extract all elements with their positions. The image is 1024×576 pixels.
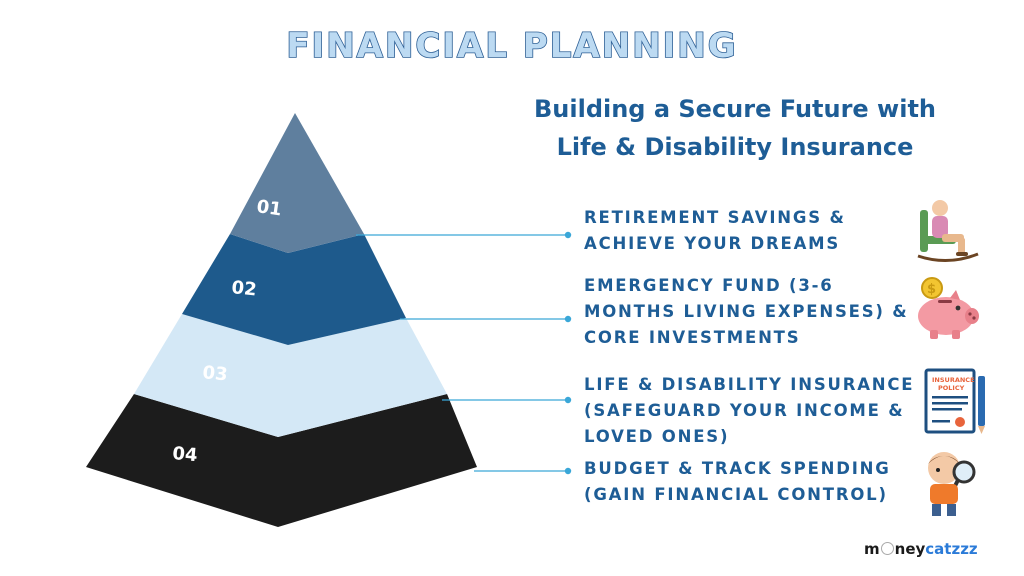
tier-3-description: LIFE & DISABILITY INSURANCE (SAFEGUARD Y… [584,375,915,446]
tier-3-band [134,314,447,437]
connector-dot-2 [564,315,572,323]
tier-1-description: RETIREMENT SAVINGS & ACHIEVE YOUR DREAMS [584,208,846,253]
page-subtitle: Building a Secure Future with Life & Dis… [533,95,937,161]
connector-dot-3 [564,396,572,404]
piggy-bank-icon: $ [918,277,979,339]
tier-3-number: 03 [201,362,228,386]
tier-1-number: 01 [255,196,283,220]
tier-1-band [230,113,364,253]
page-title: FINANCIAL PLANNING [286,25,738,67]
tier-4-number: 04 [172,443,199,466]
tier-4-band [86,394,477,527]
tier-4-description: BUDGET & TRACK SPENDING (GAIN FINANCIAL … [584,459,891,504]
svg-text:$: $ [927,282,936,297]
brand-o-icon [880,542,894,555]
tier-2-band [182,234,406,345]
tier-2-description: EMERGENCY FUND (3-6 MONTHS LIVING EXPENS… [584,276,909,347]
policy-label-line2: POLICY [938,384,965,392]
insurance-policy-icon: INSURANCE POLICY [924,368,985,434]
connector-dot-1 [564,231,572,239]
tier-2-number: 02 [230,277,257,301]
magnifier-kid-icon [928,452,976,516]
connector-dot-4 [564,467,572,475]
retiree-rocking-chair-icon [917,200,979,262]
policy-label-line1: INSURANCE [932,376,975,384]
